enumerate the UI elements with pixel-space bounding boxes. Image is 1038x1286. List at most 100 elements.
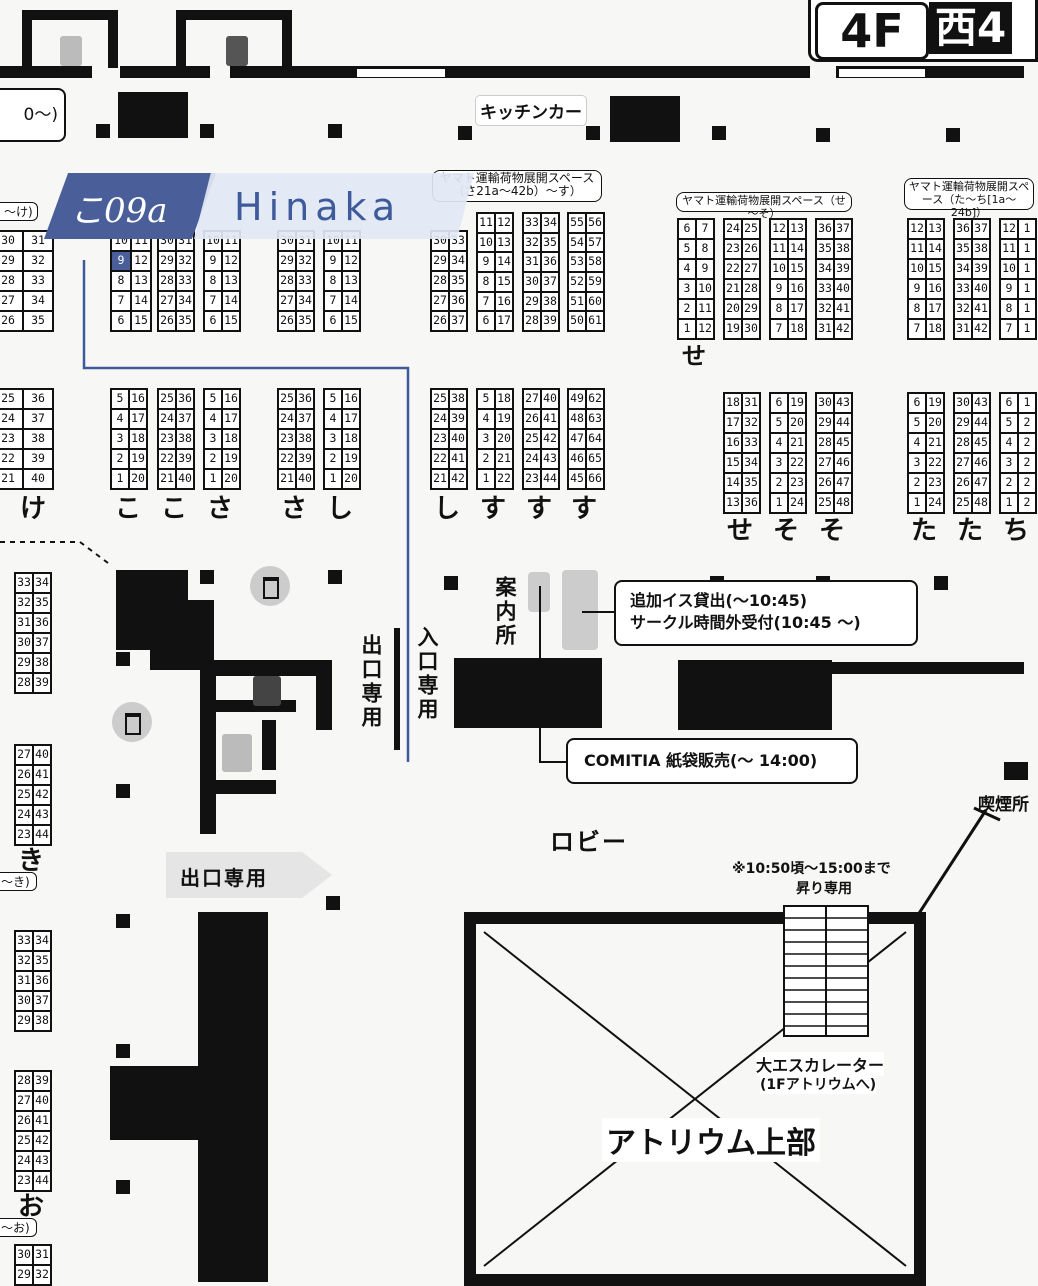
- booth-number: 5: [324, 389, 342, 409]
- booth-number: 21: [788, 433, 806, 453]
- booth-number: 23: [523, 469, 541, 489]
- structure-block: [110, 1066, 218, 1140]
- booth-number: 35: [816, 239, 834, 259]
- booth-number: 23: [926, 473, 944, 493]
- booth-number: 23: [15, 1171, 33, 1191]
- pillar-small: [816, 128, 830, 142]
- booth-number: 15: [131, 311, 151, 331]
- booth-number: 20: [129, 469, 147, 489]
- booth-number: 11: [696, 299, 714, 319]
- booth-number: 17: [129, 409, 147, 429]
- comitia-bag-text: COMITIA 紙袋販売(～ 14:00): [584, 751, 818, 770]
- booth-number: 65: [586, 449, 604, 469]
- booth-number: 32: [523, 232, 541, 253]
- booth-number: 13: [724, 493, 742, 513]
- booth-number: 35: [742, 473, 760, 493]
- booth-number: 28: [15, 673, 33, 693]
- row-label: ち: [1003, 516, 1030, 546]
- booth-number: 25: [0, 389, 23, 409]
- booth-number: 7: [477, 291, 495, 312]
- booth-number: 9: [1000, 279, 1018, 299]
- booth-number: 13: [926, 219, 944, 239]
- booth-number: 37: [972, 219, 990, 239]
- booth-number: 16: [926, 279, 944, 299]
- booth-number: 35: [23, 311, 53, 331]
- booth-number: 4: [678, 259, 696, 279]
- booth-number: 7: [1000, 319, 1018, 339]
- booth-number: 2: [1018, 473, 1036, 493]
- booth-number: 47: [568, 429, 586, 449]
- booth-number: 17: [495, 311, 513, 331]
- booth-number: 2: [111, 449, 129, 469]
- booth-number: 35: [449, 271, 467, 291]
- booth-number: 3: [770, 453, 788, 473]
- pillar: [118, 92, 188, 138]
- booth-number: 10: [696, 279, 714, 299]
- booth-number: 38: [176, 429, 194, 449]
- booth-number: 35: [541, 232, 559, 253]
- lobby-label: ロビー: [550, 828, 628, 856]
- booth-number: 10: [908, 259, 926, 279]
- floor-number: 4F: [815, 2, 929, 60]
- booth-number: 26: [742, 239, 760, 259]
- structure-block: [216, 780, 276, 794]
- pillar-small: [116, 1180, 130, 1194]
- booth-number: 26: [431, 311, 449, 331]
- booth-number: 16: [222, 389, 240, 409]
- booth-number: 34: [449, 251, 467, 271]
- booth-number: 15: [788, 259, 806, 279]
- booth-number: 11: [770, 239, 788, 259]
- booth-number: 30: [0, 231, 23, 251]
- booth-number: 8: [696, 239, 714, 259]
- booth-number: 38: [23, 429, 53, 449]
- booth-number: 7: [696, 219, 714, 239]
- booth-number: 3: [477, 429, 495, 449]
- booth-number: 32: [296, 251, 314, 271]
- booth-number: 23: [15, 825, 33, 845]
- trash-icon: [112, 702, 152, 742]
- booth-number: 58: [586, 252, 604, 272]
- booth-number: 13: [788, 219, 806, 239]
- booth-number: 14: [926, 239, 944, 259]
- booth-number: 40: [23, 469, 53, 489]
- booth-number: 24: [724, 219, 742, 239]
- info-counter: [562, 570, 598, 650]
- booth-number: 18: [724, 393, 742, 413]
- booth-number: 37: [176, 409, 194, 429]
- booth-number: 32: [816, 299, 834, 319]
- booth-number: 38: [296, 429, 314, 449]
- booth-number: 38: [449, 389, 467, 409]
- booth-number: 23: [788, 473, 806, 493]
- booth-number: 1: [1000, 493, 1018, 513]
- booth-number: 36: [176, 389, 194, 409]
- booth-number: 7: [770, 319, 788, 339]
- booth-number: 28: [816, 433, 834, 453]
- booth-number: 20: [926, 413, 944, 433]
- booth-number: 34: [541, 213, 559, 233]
- booth-number: 2: [1018, 493, 1036, 513]
- booth-number: 10: [477, 232, 495, 253]
- booth-number: 11: [477, 213, 495, 233]
- booth-number: 51: [568, 291, 586, 312]
- circle-name: Hinaka: [234, 185, 402, 229]
- atrium-label: アトリウム上部: [602, 1118, 820, 1162]
- booth-number: 28: [742, 279, 760, 299]
- booth-number: 61: [586, 311, 604, 331]
- booth-number: 30: [15, 1245, 33, 1265]
- booth-number: 22: [788, 453, 806, 473]
- row-label: し: [327, 494, 354, 524]
- booth-number: 40: [33, 1091, 51, 1111]
- booth-number: 38: [541, 291, 559, 312]
- booth-number: 25: [278, 389, 296, 409]
- exit-only-sign: 出口専用: [359, 634, 383, 730]
- booth-number: 12: [342, 251, 360, 271]
- booth-number: 31: [954, 319, 972, 339]
- booth-number: 2: [324, 449, 342, 469]
